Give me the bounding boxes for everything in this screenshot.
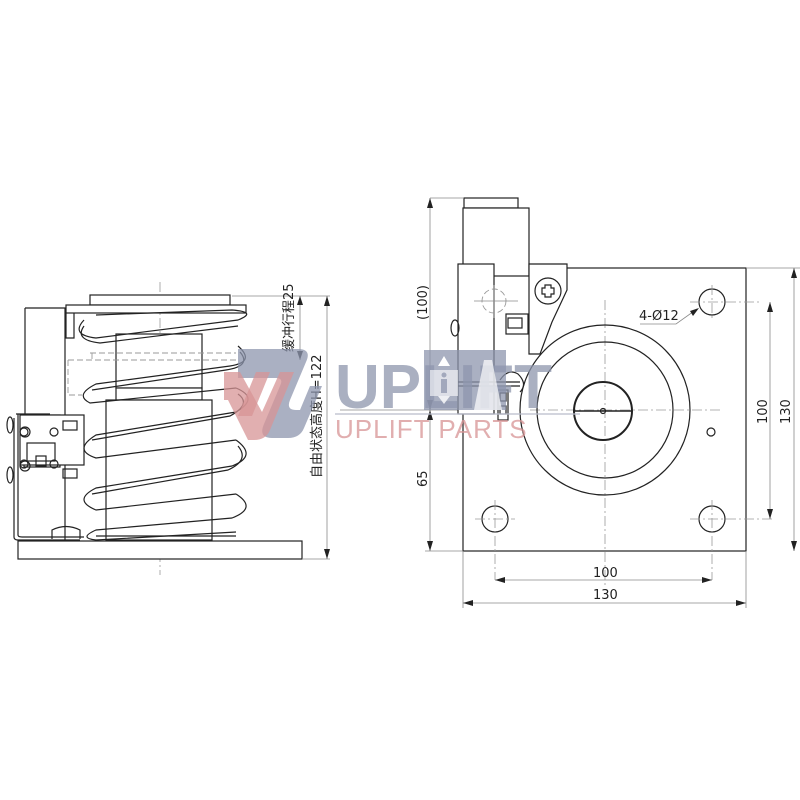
inner-ring — [536, 341, 674, 479]
hole-spacing-x-dim: 100 — [593, 566, 618, 581]
switch-height-dim: (100) — [416, 285, 431, 320]
watermark-brand-bottom: UPLIFT PARTS — [335, 414, 528, 444]
hole-spacing-y-dim: 100 — [756, 399, 771, 424]
lower-cylinder — [105, 399, 213, 541]
phillips-screw-icon — [534, 277, 562, 305]
outer-ring — [519, 324, 691, 496]
buffer-stroke-label: 缓冲行程25 — [282, 283, 297, 352]
watermark: UPLIFT UPLIFT PARTS — [224, 349, 580, 444]
side-top-pad — [89, 294, 231, 306]
plate-width-y-dim: 130 — [779, 399, 794, 424]
side-view: 缓冲行程25 自由状态高度H=122 — [6, 282, 330, 575]
plate-width-x-dim: 130 — [593, 588, 618, 603]
hidden-bracket — [67, 352, 236, 396]
offset-dim: 65 — [416, 470, 431, 487]
elevator-person-icon — [424, 350, 464, 410]
hole-leader — [640, 308, 698, 325]
side-top-plate — [65, 304, 247, 314]
side-bracket-wire — [13, 418, 80, 541]
escalator-icon — [464, 350, 506, 410]
logo-mark-icon — [224, 349, 322, 440]
mounting-holes — [475, 285, 775, 580]
free-height-label: 自由状态高度H=122 — [309, 355, 325, 478]
small-hole — [706, 427, 716, 437]
side-base-plate — [17, 540, 303, 560]
hole-callout: 4-Ø12 — [639, 309, 679, 324]
